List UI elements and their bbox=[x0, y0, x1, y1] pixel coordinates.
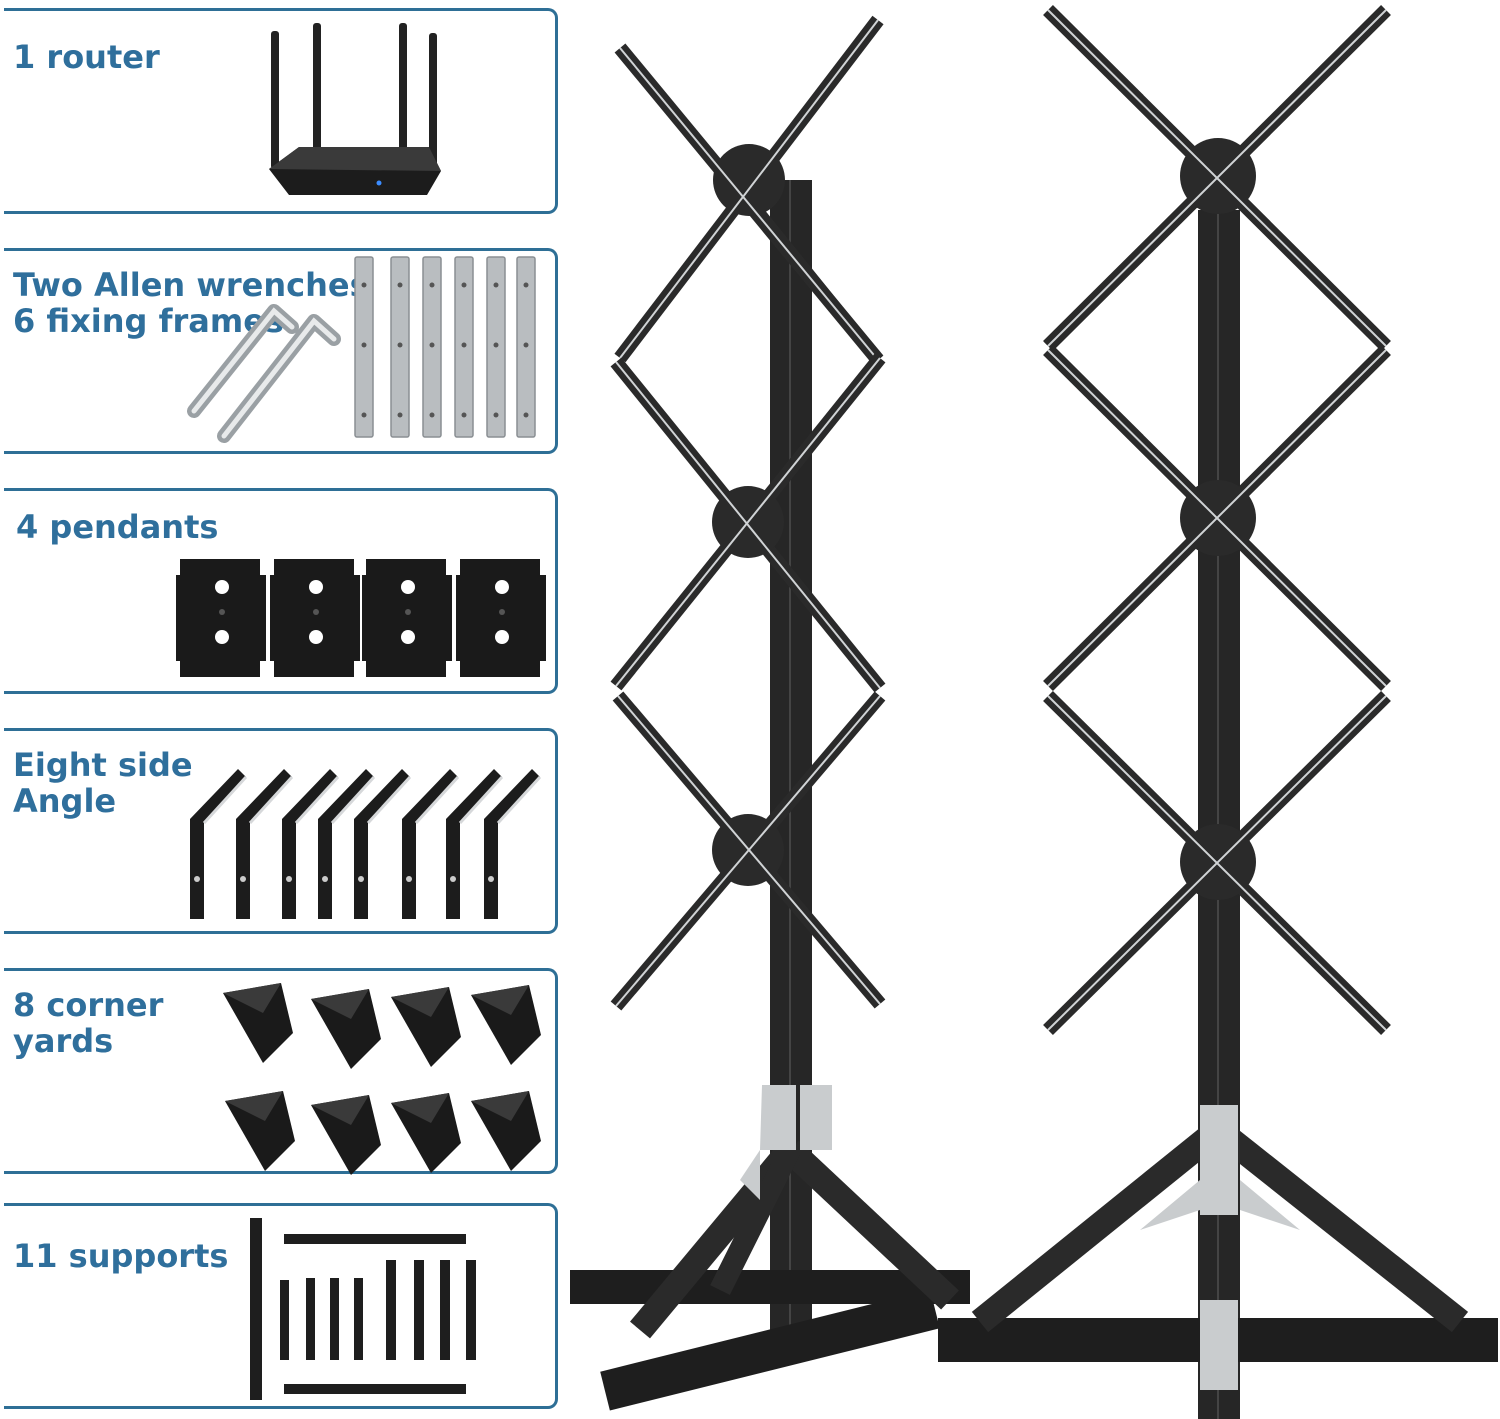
panel-label-wrenches-frames: Two Allen wrenches 6 fixing frames bbox=[13, 266, 369, 340]
panel-label-pendants: 4 pendants bbox=[16, 508, 219, 546]
panel-label-corner-yards: 8 corner yards bbox=[13, 986, 164, 1060]
panel-corner-yards: 8 corner yards bbox=[4, 968, 558, 1175]
support-rail-icon bbox=[250, 1218, 476, 1400]
hologram-fan-stands-illustration bbox=[570, 5, 1498, 1419]
panel-router: 1 router bbox=[4, 8, 558, 214]
right-stand bbox=[938, 5, 1498, 1419]
panel-wrenches-frames: Two Allen wrenches 6 fixing frames bbox=[4, 248, 558, 454]
side-angle-bracket-icon bbox=[188, 767, 542, 921]
allen-wrench-icon bbox=[187, 304, 341, 443]
left-stand bbox=[570, 15, 970, 1411]
router-icon bbox=[269, 23, 441, 195]
panel-label-router: 1 router bbox=[13, 38, 160, 76]
panel-label-side-angles: Eight side Angle bbox=[13, 746, 193, 820]
panel-side-angles: Eight side Angle bbox=[4, 728, 558, 934]
fixing-frame-icon bbox=[354, 256, 536, 438]
pendant-plate-icon bbox=[176, 559, 546, 677]
panel-pendants: 4 pendants bbox=[4, 488, 558, 694]
panel-label-supports: 11 supports bbox=[13, 1237, 229, 1275]
corner-yard-icon bbox=[223, 983, 541, 1175]
panel-supports: 11 supports bbox=[4, 1203, 558, 1409]
